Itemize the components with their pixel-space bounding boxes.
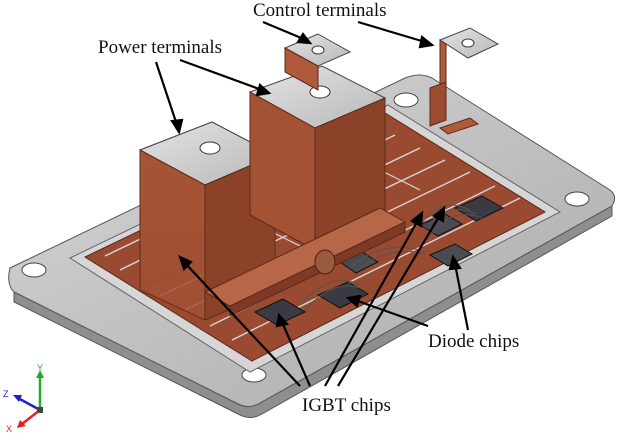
arrow-head [448,254,462,271]
arrow-igbt-4 [337,214,441,387]
bond-wires [299,204,483,311]
arrow-head [255,83,272,97]
z-axis-arrow [13,395,22,402]
arrow-head [178,254,193,272]
leader-arrows [154,20,470,387]
arrow-head [418,35,435,49]
arrow-diode-left [354,298,429,328]
axis-origin [37,407,43,413]
arrow-head [410,210,424,228]
arrow-head [345,294,362,308]
arrow-head [432,205,446,223]
arrow-igbt-2 [280,321,312,387]
y-axis-arrow [36,370,44,378]
diode-chip [428,243,474,267]
mount-hole [393,92,419,108]
arrow-diode-right [453,263,470,331]
arrow-power-right [179,58,263,92]
label-igbt-chips: IGBT chips [302,395,391,416]
arrow-igbt-3 [324,219,419,387]
mount-hole [21,262,47,278]
arrow-power-left [154,61,179,126]
mount-hole [564,191,590,207]
arrow-control-left [262,20,307,42]
axis-triad [13,370,44,428]
arrow-igbt-1 [184,262,301,387]
label-power-terminals: Power terminals [98,37,223,58]
igbt-chip [316,281,370,309]
diode-chip-group [338,213,474,274]
z-axis-line [17,396,41,412]
label-control-terminals: Control terminals [253,0,387,21]
arrow-head [275,312,290,328]
axis-label-y: Y [37,363,44,373]
x-axis-arrow [17,420,26,428]
arrow-control-right [357,20,426,44]
power-terminal-right [248,65,387,251]
arrow-head [170,118,184,135]
igbt-chip [253,298,307,326]
axis-label-z: Z [3,389,9,399]
axis-label-x: X [6,424,13,434]
control-terminal-right [429,27,500,135]
arrow-head [296,32,313,45]
label-diode-chips: Diode chips [428,331,520,352]
